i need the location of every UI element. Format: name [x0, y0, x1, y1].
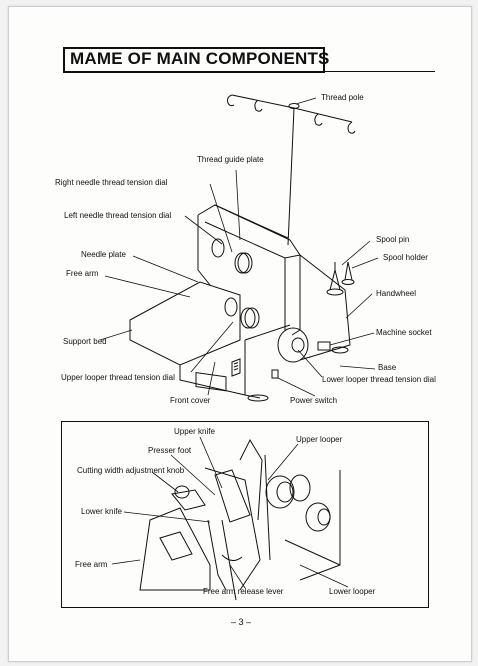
- label-cutting-width-knob: Cutting width adjustment knob: [77, 466, 185, 475]
- label-presser-foot: Presser foot: [148, 446, 192, 455]
- label-support-bed: Support bed: [63, 337, 107, 346]
- title-underline: [325, 71, 435, 72]
- label-detail-free-arm: Free arm: [75, 560, 108, 569]
- label-lower-knife: Lower knife: [81, 507, 122, 516]
- label-thread-guide-plate: Thread guide plate: [197, 155, 264, 164]
- label-spool-pin: Spool pin: [376, 235, 410, 244]
- label-left-needle-dial: Left needle thread tension dial: [64, 211, 172, 220]
- label-front-cover: Front cover: [170, 396, 211, 405]
- label-upper-looper: Upper looper: [296, 435, 343, 444]
- leader-lines-main: [99, 97, 379, 397]
- label-free-arm: Free arm: [66, 269, 99, 278]
- label-lower-looper-dial: Lower looper thread tension dial: [322, 375, 436, 384]
- label-handwheel: Handwheel: [376, 289, 417, 298]
- label-free-arm-release: Free arm release lever: [203, 587, 284, 596]
- label-spool-holder: Spool holder: [383, 253, 428, 262]
- label-lower-looper: Lower looper: [329, 587, 376, 596]
- label-machine-socket: Machine socket: [376, 328, 432, 337]
- label-upper-knife: Upper knife: [174, 427, 215, 436]
- label-upper-looper-dial: Upper looper thread tension dial: [61, 373, 175, 382]
- label-right-needle-dial: Right needle thread tension dial: [55, 178, 168, 187]
- label-base: Base: [378, 363, 397, 372]
- label-power-switch: Power switch: [290, 396, 338, 405]
- label-needle-plate: Needle plate: [81, 250, 126, 259]
- detail-frame: [61, 421, 429, 608]
- machine-body-drawing: [129, 204, 355, 402]
- leader-lines-detail: [111, 436, 349, 589]
- label-thread-pole: Thread pole: [321, 93, 364, 102]
- thread-pole-drawing: [227, 94, 356, 246]
- title-box: [63, 47, 325, 73]
- page-number: – 3 –: [231, 617, 252, 627]
- page-title: MAME OF MAIN COMPONENTS: [70, 49, 330, 68]
- detail-illustration-drawing: [139, 438, 341, 601]
